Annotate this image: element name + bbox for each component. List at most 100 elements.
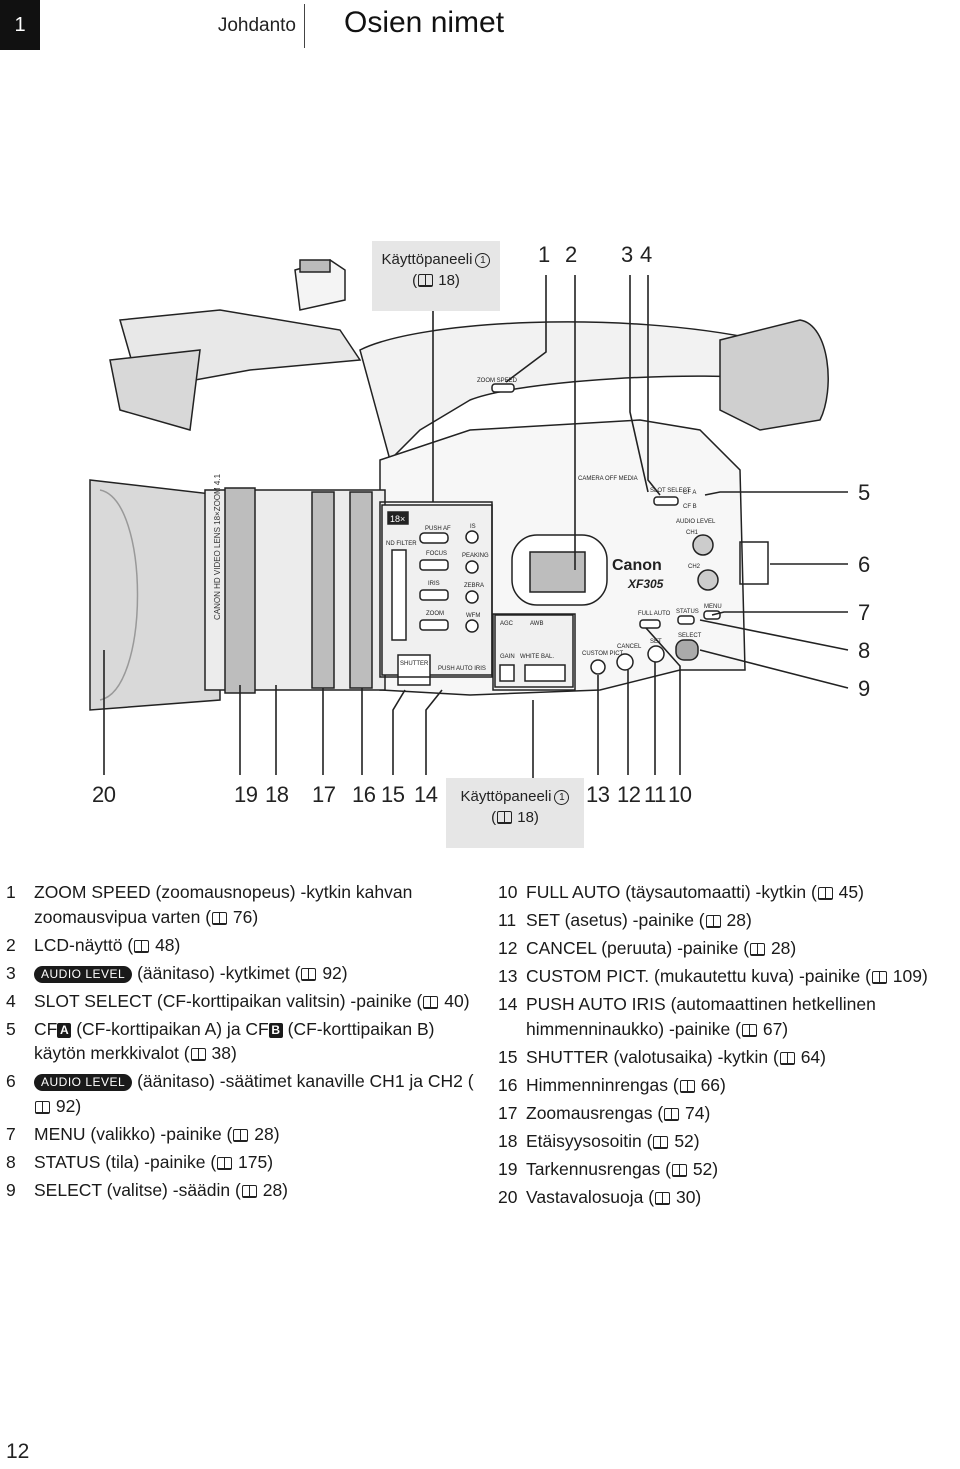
callout-8: 8 [858, 638, 870, 663]
parts-list-right: 10 FULL AUTO (täysautomaatti) -kytkin ( … [498, 880, 938, 1213]
book-icon [653, 1135, 669, 1149]
cf-b-badge: B [268, 1022, 283, 1038]
list-item: 19 Tarkennusrengas ( 52) [498, 1158, 719, 1179]
book-icon [241, 1184, 257, 1198]
camera-illustration: CANON HD VIDEO LENS 18×ZOOM 4.1 18× ND F… [89, 259, 849, 790]
camera-off-media-text: CAMERA OFF MEDIA [578, 476, 638, 482]
ch1-text: CH1 [686, 530, 699, 536]
book-icon [750, 943, 766, 956]
select-text: SELECT [678, 633, 702, 639]
list-item: 18 Etäisyysosoitin ( 52) [498, 1130, 700, 1151]
push-auto-iris-text: PUSH AUTO IRIS [438, 666, 486, 672]
control-panel-text: Käyttöpaneeli [381, 251, 473, 268]
list-item: 13 CUSTOM PICT. (mukautettu kuva) -paini… [498, 966, 928, 986]
brand-logo: Canon [612, 557, 662, 574]
push-af-text: PUSH AF [425, 526, 451, 532]
page-ref: 18) [438, 272, 460, 289]
cf-a-text: CF A [683, 490, 696, 496]
list-item: 4 SLOT SELECT (CF-korttipaikan valitsin)… [6, 990, 470, 1011]
book-icon [779, 1051, 795, 1065]
menu-text: MENU [704, 604, 722, 610]
callout-7: 7 [858, 600, 870, 625]
nd-filter-text: ND FILTER [386, 541, 417, 547]
list-item: 15 SHUTTER (valotusaika) -kytkin ( 64) [498, 1046, 826, 1067]
camera-figure: CANON HD VIDEO LENS 18×ZOOM 4.1 18× ND F… [0, 230, 960, 850]
list-item: 6 AUDIO LEVEL (äänitaso) -säätimet kanav… [6, 1071, 474, 1116]
callout-9: 9 [858, 676, 870, 701]
is-text: IS [470, 524, 476, 530]
chapter-number-badge: 1 [0, 0, 40, 50]
full-auto-text: FULL AUTO [638, 611, 671, 617]
callout-20: 20 [92, 782, 116, 807]
book-icon [35, 1100, 50, 1114]
control-panel-text: Käyttöpaneeli [460, 788, 552, 805]
zoom-mark-text: 18× [390, 514, 405, 524]
book-icon [212, 911, 228, 925]
iris-text: IRIS [428, 581, 440, 587]
agc-text: AGC [500, 621, 514, 627]
page-number: 12 [6, 1440, 30, 1463]
audio-level-badge: AUDIO LEVEL [34, 965, 133, 983]
book-icon [871, 971, 887, 984]
cf-b-text: CF B [683, 504, 697, 510]
callout-11: 11 [644, 782, 666, 807]
callout-19: 19 [234, 782, 258, 807]
model-name: XF305 [627, 577, 664, 591]
book-icon [423, 995, 439, 1009]
callout-14: 14 [414, 782, 438, 807]
book-icon [134, 939, 150, 953]
callout-16: 16 [352, 782, 376, 807]
list-item: 12 CANCEL (peruuta) -painike ( 28) [498, 938, 797, 958]
callout-1: 1 [538, 242, 550, 267]
book-icon [301, 967, 317, 981]
book-icon [671, 1163, 687, 1177]
circled-number: 1 [475, 252, 491, 268]
wfm-text: WFM [466, 613, 480, 619]
circled-number: 1 [554, 789, 570, 805]
book-icon [741, 1023, 757, 1037]
list-item: 2 LCD-näyttö ( 48) [6, 934, 181, 955]
set-text: SET [650, 639, 662, 645]
callout-18: 18 [265, 782, 289, 807]
zoom-text: ZOOM [426, 611, 444, 617]
custom-pict-text: CUSTOM PICT. [582, 651, 625, 657]
awb-text: AWB [530, 621, 543, 627]
page-ref: 18) [517, 809, 539, 826]
book-icon [679, 1079, 695, 1093]
book-icon [497, 811, 513, 824]
page-title: Osien nimet [344, 6, 505, 39]
callout-4: 4 [640, 242, 652, 267]
shutter-text: SHUTTER [400, 661, 429, 667]
gain-text: GAIN [500, 654, 515, 660]
book-icon [233, 1128, 249, 1142]
list-item: 8 STATUS (tila) -painike ( 175) [6, 1151, 274, 1172]
header-divider [304, 4, 305, 48]
peaking-text: PEAKING [462, 553, 489, 559]
parts-list-left: 1 ZOOM SPEED (zoomausnopeus) -kytkin kah… [6, 880, 476, 1206]
list-item: 16 Himmenninrengas ( 66) [498, 1074, 726, 1095]
list-item: 20 Vastavalosuoja ( 30) [498, 1186, 702, 1207]
list-item: 10 FULL AUTO (täysautomaatti) -kytkin ( … [498, 882, 864, 902]
audio-level-text: AUDIO LEVEL [676, 519, 716, 525]
zoom-speed-text: ZOOM SPEED [477, 378, 518, 384]
callout-15: 15 [381, 782, 405, 807]
focus-text: FOCUS [426, 551, 447, 557]
callout-13: 13 [586, 782, 610, 807]
cf-a-badge: A [57, 1022, 72, 1038]
callout-2: 2 [565, 242, 577, 267]
white-bal-text: WHITE BAL. [520, 654, 554, 660]
callout-17: 17 [312, 782, 336, 807]
slot-select-text: SLOT SELECT [650, 488, 691, 494]
list-item: 14 PUSH AUTO IRIS (automaattinen hetkell… [498, 994, 876, 1039]
book-icon [817, 887, 833, 900]
book-icon [664, 1107, 680, 1121]
list-item: 3 AUDIO LEVEL (äänitaso) -kytkimet ( 92) [6, 962, 348, 983]
callout-5: 5 [858, 480, 870, 505]
callout-12: 12 [617, 782, 641, 807]
zebra-text: ZEBRA [464, 583, 484, 589]
lens-text: CANON HD VIDEO LENS 18×ZOOM 4.1 [213, 473, 222, 620]
book-icon [190, 1048, 206, 1061]
